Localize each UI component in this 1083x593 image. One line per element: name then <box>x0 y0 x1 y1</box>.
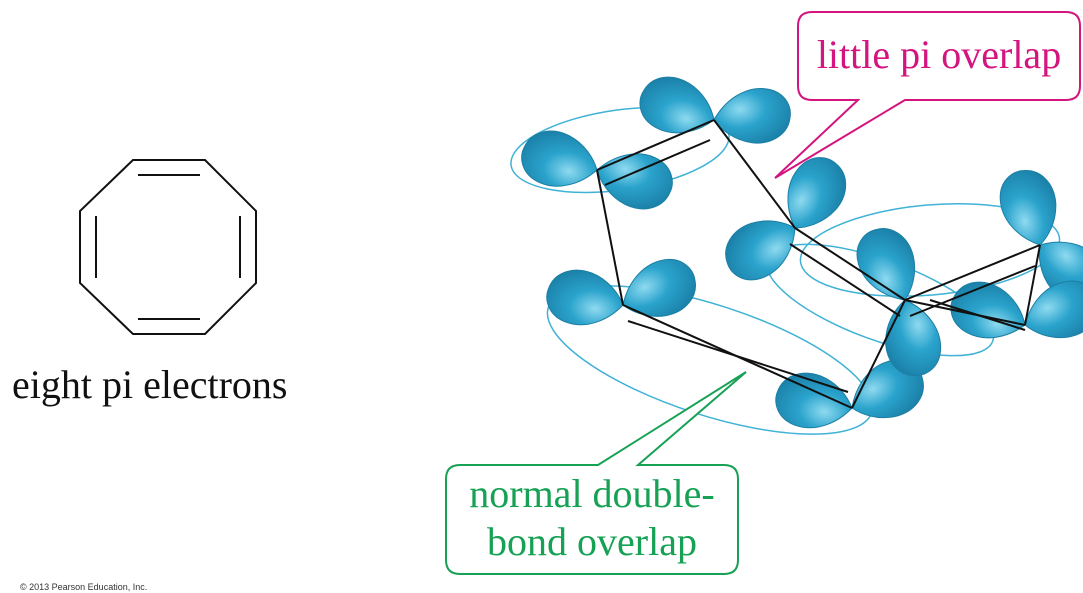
callout-bubble <box>445 371 747 575</box>
p-orbital-lobe <box>711 85 794 148</box>
callout-label-line-2: bond overlap <box>487 519 697 564</box>
callout-bubble <box>774 11 1081 179</box>
p-orbital-lobe <box>515 123 605 198</box>
octagon-ring <box>79 159 257 335</box>
caption-eight-pi-electrons: eight pi electrons <box>12 362 287 407</box>
p-orbital-lobe <box>542 264 629 333</box>
cyclooctatetraene-structure <box>79 159 257 335</box>
copyright-notice: © 2013 Pearson Education, Inc. <box>20 582 147 592</box>
p-orbital-lobes <box>515 68 1083 436</box>
p-orbital-lobe <box>612 250 705 331</box>
callout-label-little-pi-overlap: little pi overlap <box>817 32 1061 77</box>
callout-label-line-1: normal double- <box>469 471 715 516</box>
ring-bonds <box>596 119 1041 409</box>
p-orbital-lobe <box>993 163 1067 253</box>
p-orbital-lobe <box>632 68 724 147</box>
p-orbital-lobe <box>847 218 930 313</box>
callout-little-pi-overlap: little pi overlap <box>774 11 1081 179</box>
callout-normal-double-bond-overlap: normal double- bond overlap <box>445 371 747 575</box>
